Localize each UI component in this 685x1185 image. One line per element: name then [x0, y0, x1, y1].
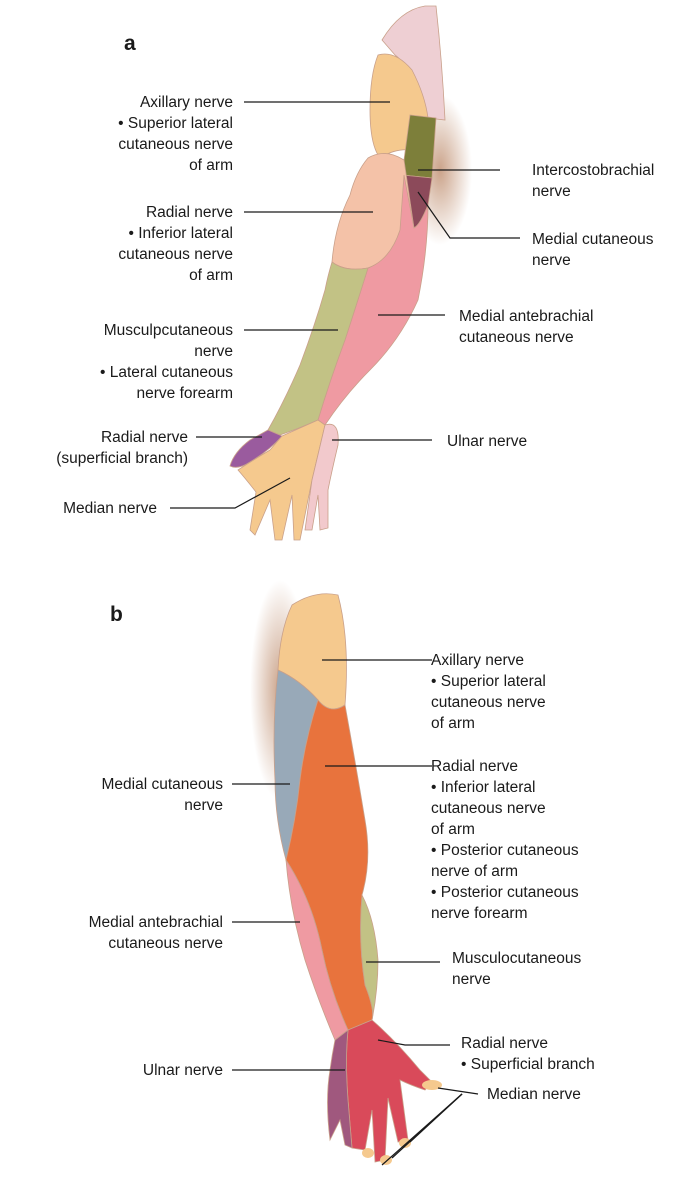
leader-lines-a: [170, 101, 520, 509]
label-line: of arm: [189, 267, 233, 284]
label-a-median: Median nerve: [63, 498, 157, 519]
label-line: cutaneous nerve: [118, 246, 233, 263]
label-line: cutaneous nerve: [431, 694, 546, 711]
label-b-musculo: Musculocutaneous nerve: [452, 948, 581, 990]
label-line: Musculocutaneous: [452, 950, 582, 967]
label-b-medial-cut: Medial cutaneous nerve: [102, 774, 224, 816]
label-line: nerve forearm: [431, 905, 528, 922]
label-line: Axillary nerve: [139, 94, 233, 111]
label-line: nerve of arm: [431, 863, 519, 880]
label-b-medial-ante: Medial antebrachial cutaneous nerve: [89, 912, 223, 954]
label-line: cutaneous nerve: [108, 935, 223, 952]
label-line: (superficial branch): [56, 450, 188, 467]
label-line: cutaneous nerve: [118, 136, 233, 153]
arm-b: [250, 580, 442, 1165]
label-line: Radial nerve: [461, 1035, 549, 1052]
label-b-axillary: Axillary nerve • Superior lateral cutaneou…: [431, 650, 546, 734]
label-line: Musculpcutaneous: [103, 322, 233, 339]
label-line: nerve: [184, 797, 223, 814]
arm-a: [229, 5, 472, 541]
label-line: of arm: [431, 715, 475, 732]
label-line: • Inferior lateral: [431, 779, 536, 796]
label-a-medial-ante: Medial antebrachial cutaneous nerve: [459, 306, 593, 348]
label-line: Medial antebrachial: [459, 308, 594, 325]
leader-b-median-1: [437, 1087, 479, 1095]
label-a-axillary: Axillary nerve • Superior lateral cutaneou…: [118, 92, 233, 176]
region-b-ulnar: [327, 1029, 353, 1149]
label-line: nerve: [452, 971, 491, 988]
region-b-median-tip-3: [380, 1155, 392, 1165]
region-a-musculo: [267, 261, 369, 436]
label-line: Median nerve: [487, 1086, 581, 1103]
region-b-median-tip-2: [399, 1138, 411, 1148]
label-line: Radial nerve: [100, 429, 188, 446]
label-line: • Posterior cutaneous: [431, 842, 579, 859]
label-line: • Superior lateral: [118, 115, 233, 132]
region-a-radial-sup: [229, 429, 283, 468]
label-line: nerve forearm: [136, 385, 233, 402]
label-b-radial: Radial nerve • Inferior lateral cutaneous …: [431, 756, 579, 924]
label-line: nerve: [532, 252, 571, 269]
label-line: Radial nerve: [145, 204, 233, 221]
label-line: Median nerve: [63, 500, 157, 517]
label-b-radial-sup: Radial nerve • Superficial branch: [461, 1033, 595, 1075]
label-b-ulnar: Ulnar nerve: [143, 1060, 223, 1081]
region-a-ulnar: [304, 423, 339, 531]
leader-lines-b: [232, 659, 479, 1166]
panel-b-letter: b: [110, 603, 123, 626]
label-line: of arm: [431, 821, 475, 838]
region-b-hand: [346, 1019, 433, 1163]
label-a-intercosto: Intercostobrachial nerve: [532, 160, 654, 202]
leader-b-radial-sup: [377, 1039, 450, 1046]
label-line: Medial cutaneous: [532, 231, 654, 248]
label-line: Medial antebrachial: [88, 914, 223, 931]
label-line: cutaneous nerve: [459, 329, 574, 346]
label-line: Ulnar nerve: [142, 1062, 223, 1079]
region-b-median-tip-4: [362, 1148, 374, 1158]
label-line: Medial cutaneous: [101, 776, 224, 793]
panel-a-letter: a: [124, 32, 136, 55]
leader-a-median: [170, 477, 291, 509]
label-line: • Inferior lateral: [128, 225, 234, 242]
label-line: cutaneous nerve: [431, 800, 546, 817]
label-line: Radial nerve: [431, 758, 519, 775]
label-a-radial-sup: Radial nerve (superficial branch): [56, 427, 188, 469]
label-line: of arm: [189, 157, 233, 174]
leader-a-medial-cut: [417, 191, 520, 239]
label-a-radial: Radial nerve • Inferior lateral cutaneous …: [118, 202, 233, 286]
label-b-median: Median nerve: [487, 1084, 581, 1105]
label-line: nerve: [194, 343, 233, 360]
label-line: Intercostobrachial: [532, 162, 655, 179]
label-a-ulnar: Ulnar nerve: [447, 431, 527, 452]
label-line: nerve: [532, 183, 571, 200]
label-line: Axillary nerve: [431, 652, 525, 669]
label-line: • Posterior cutaneous: [431, 884, 579, 901]
region-a-median: [237, 419, 326, 541]
label-a-musculo: Musculpcutaneous nerve • Lateral cutaneous…: [100, 320, 233, 404]
label-line: • Superficial branch: [461, 1056, 595, 1073]
label-a-medial-cut: Medial cutaneous nerve: [532, 229, 654, 271]
leader-b-median-4: [381, 1093, 463, 1166]
label-line: Ulnar nerve: [447, 433, 528, 450]
label-line: • Superior lateral: [431, 673, 546, 690]
label-line: • Lateral cutaneous: [100, 364, 233, 381]
region-b-median-tip-1: [422, 1080, 442, 1090]
